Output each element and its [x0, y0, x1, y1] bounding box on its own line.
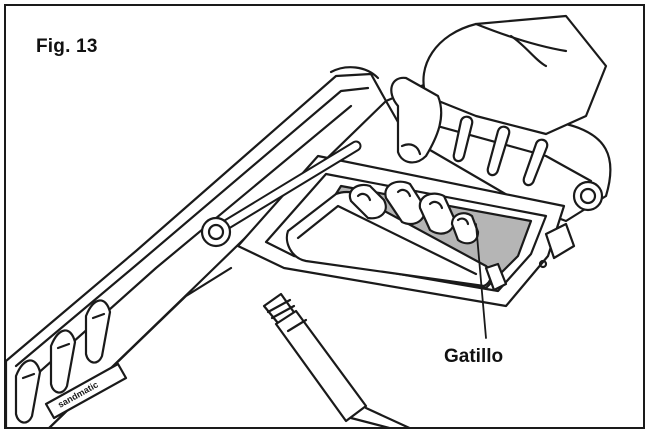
figure-frame: sandmatic: [4, 4, 645, 429]
grip-ribs: [14, 299, 112, 424]
hose: [262, 292, 410, 427]
callout-leader: [475, 223, 487, 339]
callout-label-trigger: Gatillo: [444, 346, 504, 367]
pivot-rods: [200, 140, 604, 248]
illustration: sandmatic: [6, 14, 612, 427]
hand: [348, 14, 608, 245]
figure-label: Fig. 13: [36, 36, 98, 57]
side-latch: [484, 222, 576, 292]
